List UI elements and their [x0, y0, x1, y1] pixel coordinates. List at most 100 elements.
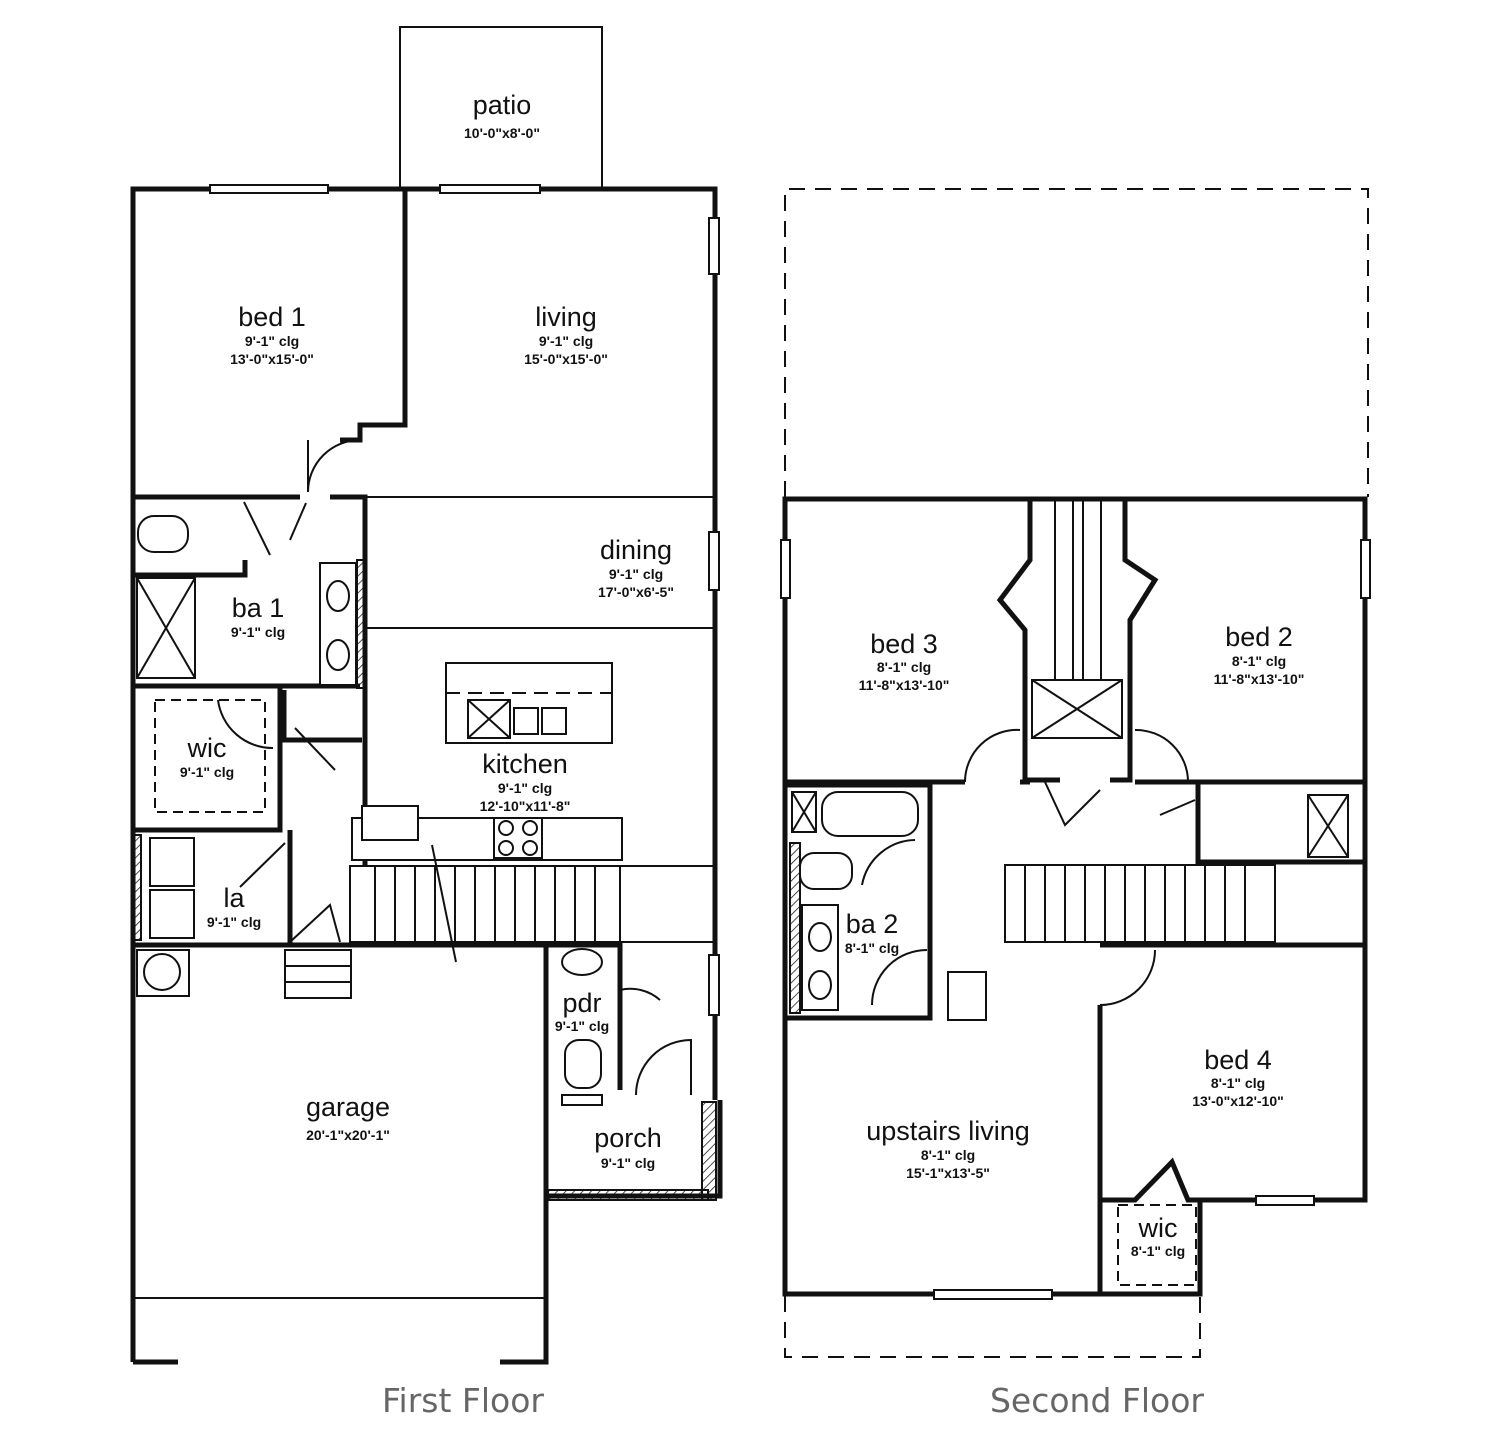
room-label-ba1: ba 1 9'-1" clg: [231, 593, 285, 640]
first-floor-plan: patio 10'-0"x8'-0" bed 1 9'-1" clg 13'-0…: [130, 26, 723, 1365]
room-name: wic: [1138, 1213, 1178, 1243]
room-dims: 11'-8"x13'-10": [1214, 671, 1305, 687]
pdr-wall: [546, 942, 623, 1090]
room-clg: 8'-1" clg: [845, 940, 899, 956]
room-label-wic-second: wic 8'-1" clg: [1131, 1213, 1185, 1259]
room-clg: 9'-1" clg: [245, 333, 299, 349]
fridge: [361, 805, 419, 841]
room-clg: 9'-1" clg: [180, 764, 234, 780]
roof-outline-top: [784, 188, 1369, 497]
washer: [149, 837, 195, 887]
slider-door-patio: [439, 184, 541, 194]
window-bed3: [780, 539, 791, 599]
room-label-garage: garage 20'-1"x20'-1": [306, 1092, 390, 1143]
window-bed1: [209, 184, 329, 194]
sink-left: [513, 707, 539, 735]
room-name: bed 1: [238, 302, 306, 332]
room-label-upstairs-living: upstairs living 8'-1" clg 15'-1"x13'-5": [866, 1116, 1030, 1181]
roof-outline-bottom: [784, 1296, 1201, 1358]
room-label-bed4: bed 4 8'-1" clg 13'-0"x12'-10": [1192, 1045, 1284, 1109]
window-dining: [708, 531, 720, 591]
window-bed2: [1360, 539, 1371, 599]
sink-pdr: [561, 948, 603, 976]
stairs-first: [349, 865, 621, 943]
room-label-bed2: bed 2 8'-1" clg 11'-8"x13'-10": [1214, 622, 1305, 687]
garage-steps: [284, 949, 352, 999]
room-clg: 8'-1" clg: [877, 659, 931, 675]
room-name: dining: [600, 535, 672, 565]
room-label-wic: wic 9'-1" clg: [180, 733, 234, 780]
room-clg: 8'-1" clg: [921, 1147, 975, 1163]
room-clg: 9'-1" clg: [555, 1018, 609, 1034]
room-name: bed 4: [1204, 1045, 1272, 1075]
room-dims: 20'-1"x20'-1": [306, 1127, 390, 1143]
second-floor-plan: bed 3 8'-1" clg 11'-8"x13'-10" bed 2 8'-…: [780, 188, 1371, 1358]
garage-front-wall: [133, 945, 549, 1365]
stair-treads: [374, 866, 596, 942]
room-clg: 8'-1" clg: [1131, 1243, 1185, 1259]
room-clg: 9'-1" clg: [539, 333, 593, 349]
exterior-wall: [130, 186, 718, 1362]
second-floor-label: Second Floor: [990, 1381, 1204, 1420]
room-clg: 9'-1" clg: [231, 624, 285, 640]
wic-wall: [133, 683, 283, 833]
room-name: garage: [306, 1092, 390, 1122]
room-clg: 8'-1" clg: [1232, 653, 1286, 669]
room-clg: 9'-1" clg: [601, 1155, 655, 1171]
bed1-door-swing: [307, 439, 361, 493]
attic-access: [947, 971, 987, 1021]
room-dims: 15'-0"x15'-0": [524, 351, 608, 367]
room-label-bed3: bed 3 8'-1" clg 11'-8"x13'-10": [859, 629, 950, 693]
room-label-bed1: bed 1 9'-1" clg 13'-0"x15'-0": [230, 302, 314, 367]
room-clg: 9'-1" clg: [498, 780, 552, 796]
room-name: la: [223, 883, 245, 913]
room-name: porch: [594, 1123, 662, 1153]
sink-right: [541, 707, 567, 735]
first-floor-label: First Floor: [382, 1381, 544, 1420]
room-name: patio: [473, 90, 532, 120]
room-label-kitchen: kitchen 9'-1" clg 12'-10"x11'-8": [480, 749, 571, 814]
room-dims: 13'-0"x15'-0": [230, 351, 314, 367]
room-name: pdr: [562, 988, 601, 1018]
room-name: bed 3: [870, 629, 938, 659]
room-name: upstairs living: [866, 1116, 1030, 1146]
room-label-patio: patio 10'-0"x8'-0": [464, 90, 540, 141]
room-dims: 10'-0"x8'-0": [464, 125, 540, 141]
room-dims: 11'-8"x13'-10": [859, 677, 950, 693]
toilet-pdr: [564, 1039, 602, 1089]
room-clg: 8'-1" clg: [1211, 1075, 1265, 1091]
room-name: kitchen: [482, 749, 568, 779]
tub-ba2: [821, 791, 919, 837]
room-name: living: [535, 302, 597, 332]
room-dims: 12'-10"x11'-8": [480, 798, 571, 814]
window-living: [708, 217, 720, 275]
dryer: [149, 889, 195, 939]
wic-shelf-second: [1117, 1204, 1197, 1286]
ba1-wall: [133, 560, 248, 578]
room-name: ba 2: [846, 909, 899, 939]
toilet-ba1: [137, 515, 189, 553]
window-entry: [708, 954, 720, 1016]
window-bed4: [1255, 1195, 1315, 1206]
room-name: ba 1: [232, 593, 285, 623]
room-label-porch: porch 9'-1" clg: [594, 1123, 662, 1171]
toilet-ba2: [799, 852, 853, 890]
window-upstairs: [933, 1289, 1053, 1300]
room-dims: 17'-0"x6'-5": [598, 584, 674, 600]
room-label-ba2: ba 2 8'-1" clg: [845, 909, 899, 956]
room-label-la: la 9'-1" clg: [207, 883, 261, 930]
room-clg: 9'-1" clg: [609, 566, 663, 582]
stairs-second: [1004, 864, 1276, 943]
room-dims: 15'-1"x13'-5": [906, 1165, 990, 1181]
room-name: bed 2: [1225, 622, 1293, 652]
room-label-pdr: pdr 9'-1" clg: [555, 988, 609, 1034]
room-clg: 9'-1" clg: [207, 914, 261, 930]
room-dims: 13'-0"x12'-10": [1192, 1093, 1284, 1109]
ba2-wall: [785, 782, 933, 1021]
bed1-wall: [340, 189, 408, 443]
wic-shelf: [154, 699, 266, 813]
room-label-dining: dining 9'-1" clg 17'-0"x6'-5": [598, 535, 674, 600]
room-name: wic: [187, 733, 227, 763]
room-label-living: living 9'-1" clg 15'-0"x15'-0": [524, 302, 608, 367]
